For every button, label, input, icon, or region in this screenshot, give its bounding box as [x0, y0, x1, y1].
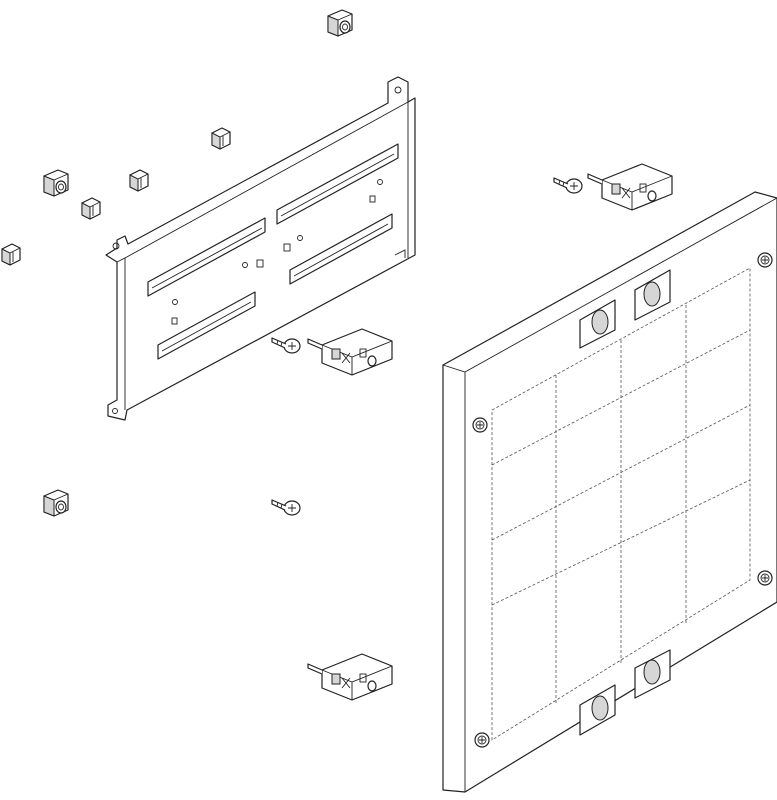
cover-panel [442, 191, 777, 793]
panel-screw-icon [757, 570, 773, 586]
screw-icon [553, 177, 583, 194]
panel-screw-icon [474, 732, 490, 748]
hinge-connector-icon [307, 328, 393, 376]
screw-icon [271, 499, 301, 516]
hinge-connector-icon [307, 653, 393, 701]
cage-nut-icon [327, 9, 353, 37]
clip-nut-icon [129, 169, 149, 192]
cage-nut-icon [43, 169, 69, 197]
panel-screw-icon [757, 252, 773, 268]
cage-nut-icon [43, 489, 69, 517]
hinge-connector-icon [587, 163, 673, 211]
clip-nut-icon [81, 197, 101, 220]
screw-icon [271, 337, 301, 354]
clip-nut-icon [1, 243, 21, 266]
panel-screw-icon [472, 417, 488, 433]
mounting-plate [105, 76, 416, 421]
clip-nut-icon [211, 127, 231, 150]
